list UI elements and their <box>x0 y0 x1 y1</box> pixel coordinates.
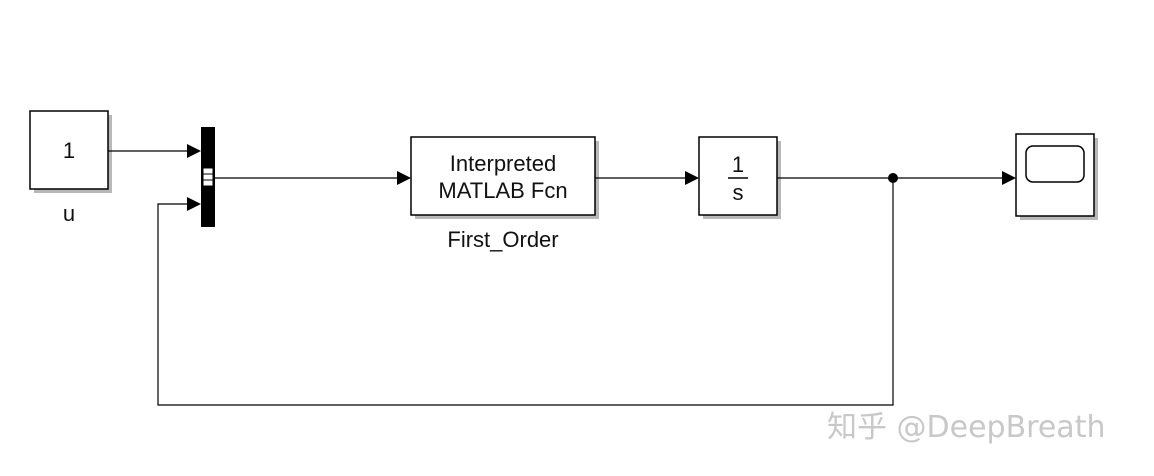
integrator-numerator: 1 <box>732 152 744 177</box>
scope-screen-icon <box>1025 145 1085 183</box>
mux-block[interactable] <box>201 127 215 227</box>
feedback-signal[interactable] <box>157 178 894 406</box>
integrator-block[interactable]: 1 s <box>698 136 781 219</box>
constant-label: u <box>63 201 75 226</box>
fcn-label: First_Order <box>447 227 558 252</box>
constant-block[interactable]: 1 <box>29 110 112 193</box>
integrator-denominator: s <box>733 180 744 205</box>
interpreted-matlab-fcn-block[interactable]: Interpreted MATLAB Fcn <box>410 136 599 219</box>
watermark: 知乎 @DeepBreath <box>827 410 1105 445</box>
constant-value: 1 <box>63 138 75 163</box>
fcn-line1: Interpreted <box>450 151 556 176</box>
scope-block[interactable] <box>1015 133 1098 220</box>
fcn-line2: MATLAB Fcn <box>438 178 567 203</box>
